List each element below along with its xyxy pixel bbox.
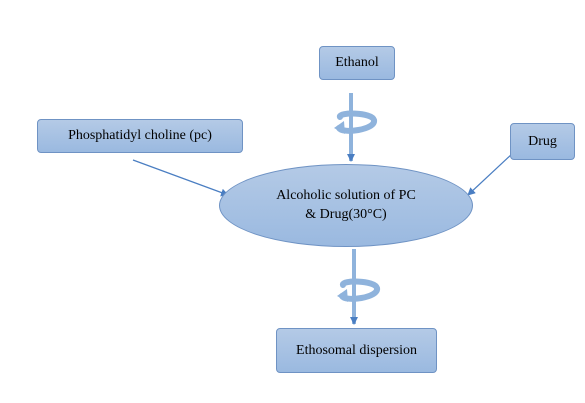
- node-ethosomal-dispersion: Ethosomal dispersion: [276, 328, 437, 373]
- node-drug: Drug: [510, 123, 575, 160]
- node-ethanol-label: Ethanol: [335, 55, 379, 71]
- arrow-pc-to-solution: [132, 159, 229, 197]
- node-ethanol: Ethanol: [319, 46, 395, 80]
- stir-swirl-icon-top: [334, 110, 377, 134]
- stir-swirl-icon-bottom: [337, 278, 380, 302]
- node-ethosomal-dispersion-label: Ethosomal dispersion: [296, 342, 417, 358]
- arrow-drug-to-solution: [467, 152, 514, 196]
- node-alcoholic-solution: Alcoholic solution of PC & Drug(30°C): [219, 164, 473, 247]
- node-phosphatidyl-choline-label: Phosphatidyl choline (pc): [68, 128, 212, 144]
- node-alcoholic-solution-line2: & Drug(30°C): [305, 206, 387, 222]
- node-drug-label: Drug: [528, 133, 557, 149]
- node-phosphatidyl-choline: Phosphatidyl choline (pc): [37, 119, 243, 153]
- node-alcoholic-solution-line1: Alcoholic solution of PC: [276, 187, 416, 203]
